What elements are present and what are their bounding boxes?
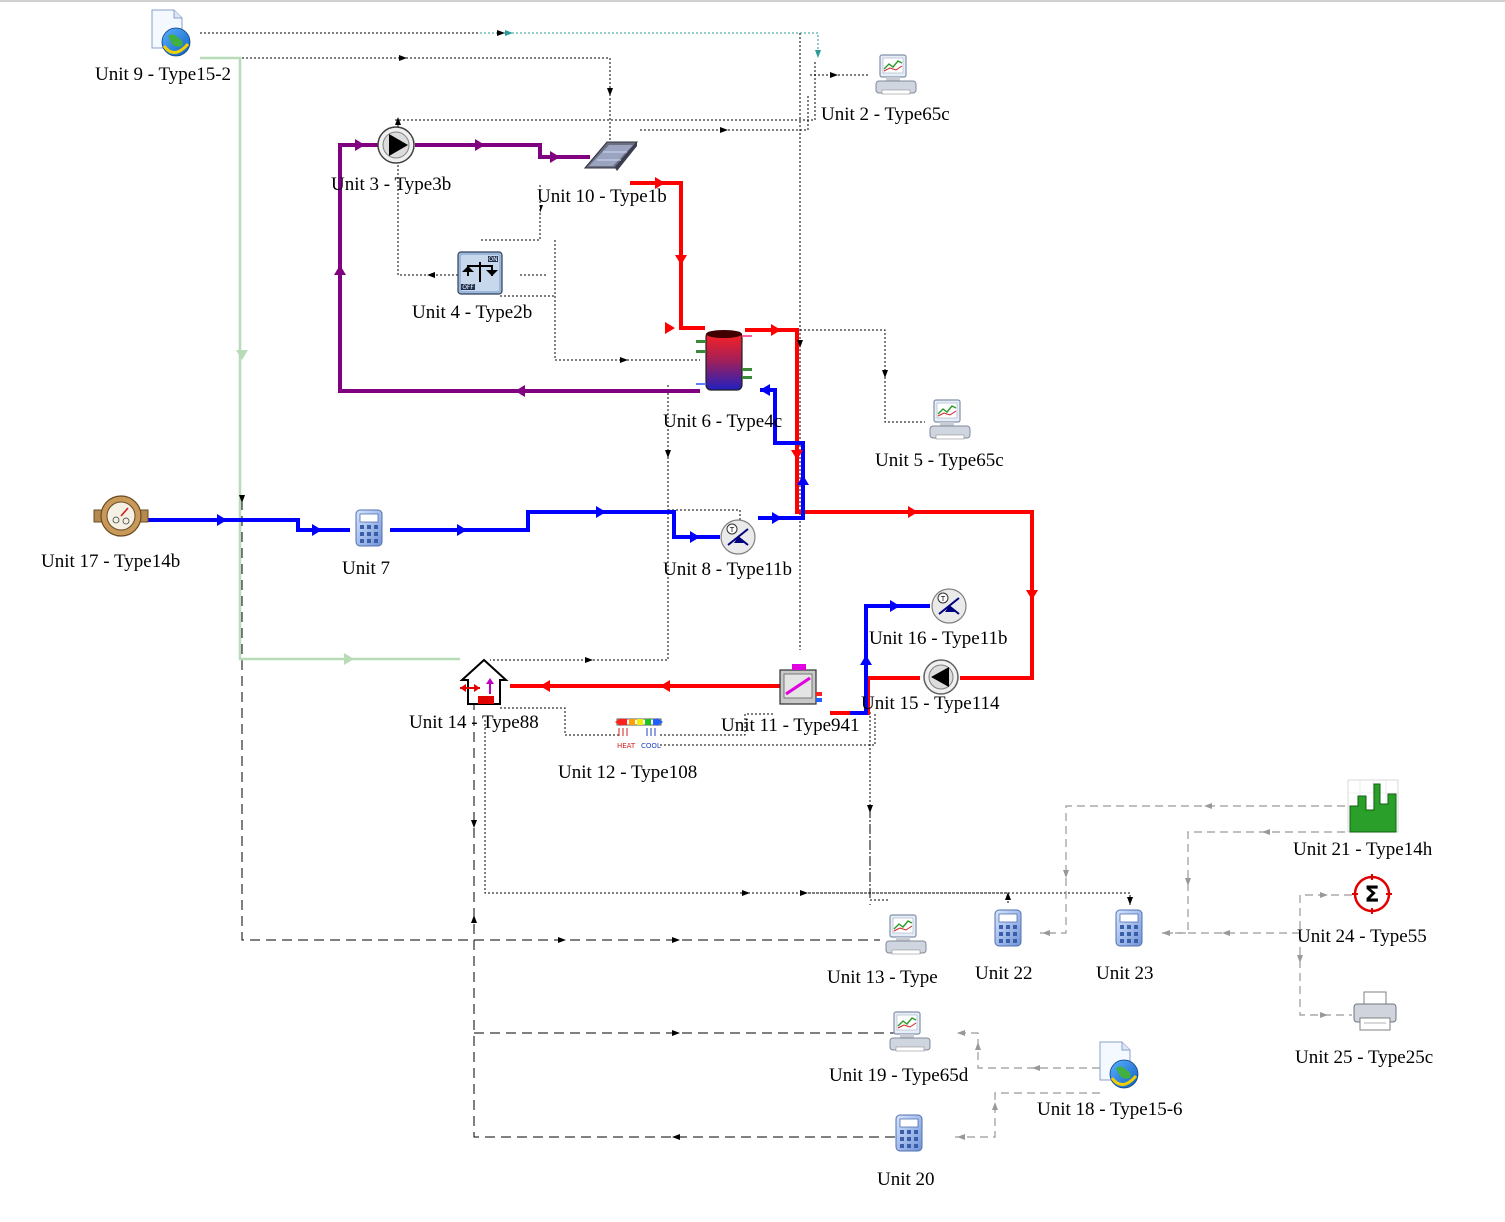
heat-pump-icon[interactable] — [779, 664, 822, 705]
unit-20-label: Unit 20 — [877, 1169, 935, 1190]
unit-21-label: Unit 21 - Type14h — [1293, 839, 1433, 860]
unit-13-label: Unit 13 - Type — [827, 967, 938, 988]
online-plotter-icon[interactable] — [889, 1011, 931, 1052]
unit-7-label: Unit 7 — [342, 558, 390, 579]
pump-icon[interactable] — [923, 659, 959, 695]
heat-cool-thermostat-icon[interactable]: HEAT COOL — [615, 718, 663, 750]
teal-links — [480, 32, 819, 58]
online-plotter-icon[interactable] — [885, 914, 927, 955]
unit-2-label: Unit 2 - Type65c — [821, 104, 950, 125]
storage-tank-icon[interactable] — [696, 330, 752, 391]
svg-text:ON: ON — [488, 256, 497, 263]
on-off-controller-icon[interactable]: ON OFF — [457, 251, 503, 295]
flow-arrows — [217, 30, 1328, 1140]
svg-text:OFF: OFF — [462, 284, 474, 291]
tempering-valve-icon[interactable] — [720, 519, 756, 555]
unit-14-label: Unit 14 - Type88 — [409, 712, 539, 733]
calculator-icon[interactable] — [355, 509, 383, 547]
unit-22-label: Unit 22 — [975, 963, 1033, 984]
unit-23-label: Unit 23 — [1096, 963, 1154, 984]
unit-9-label: Unit 9 - Type15-2 — [95, 64, 231, 85]
unit-5-label: Unit 5 - Type65c — [875, 450, 1004, 471]
weather-data-file-icon[interactable] — [1098, 1040, 1140, 1090]
unit-labels: Unit 9 - Type15-2 Unit 2 - Type65c Unit … — [41, 64, 1433, 1190]
weather-data-file-icon[interactable] — [150, 8, 192, 58]
online-plotter-icon[interactable] — [929, 399, 971, 440]
unit-15-label: Unit 15 - Type114 — [861, 693, 1000, 714]
unit-24-label: Unit 24 - Type55 — [1297, 926, 1427, 947]
integrator-icon[interactable]: Σ — [1352, 874, 1392, 914]
weather-link — [200, 56, 460, 661]
unit-18-label: Unit 18 - Type15-6 — [1037, 1099, 1183, 1120]
calculator-icon[interactable] — [994, 909, 1022, 947]
unit-25-label: Unit 25 - Type25c — [1295, 1047, 1433, 1068]
unit-11-label: Unit 11 - Type941 — [721, 715, 860, 736]
unit-12-label: Unit 12 - Type108 — [558, 762, 697, 783]
unit-8-label: Unit 8 - Type11b — [663, 559, 792, 580]
online-plotter-icon[interactable] — [875, 54, 917, 95]
dashed-output-links — [241, 500, 895, 1138]
unit-3-label: Unit 3 - Type3b — [331, 174, 451, 195]
svg-text:COOL: COOL — [641, 742, 661, 750]
calculator-icon[interactable] — [895, 1114, 923, 1152]
pump-icon[interactable] — [377, 126, 415, 164]
forcing-function-icon[interactable] — [1347, 779, 1399, 833]
svg-text:HEAT: HEAT — [617, 742, 636, 750]
unit-16-label: Unit 16 - Type11b — [869, 628, 1008, 649]
building-load-icon[interactable] — [459, 658, 509, 705]
unit-4-label: Unit 4 - Type2b — [412, 302, 532, 323]
tempering-valve-icon[interactable] — [931, 588, 967, 624]
solar-collector-icon[interactable] — [583, 141, 639, 171]
unit-10-label: Unit 10 - Type1b — [537, 186, 667, 207]
water-meter-icon[interactable] — [93, 495, 149, 537]
unit-17-label: Unit 17 - Type14b — [41, 551, 180, 572]
unit-6-label: Unit 6 - Type4c — [663, 411, 782, 432]
printer-icon[interactable] — [1353, 991, 1397, 1031]
cold-water-pipes — [147, 388, 930, 715]
svg-text:Σ: Σ — [1364, 883, 1379, 908]
unit-19-label: Unit 19 - Type65d — [829, 1065, 969, 1086]
calculator-icon[interactable] — [1115, 909, 1143, 947]
